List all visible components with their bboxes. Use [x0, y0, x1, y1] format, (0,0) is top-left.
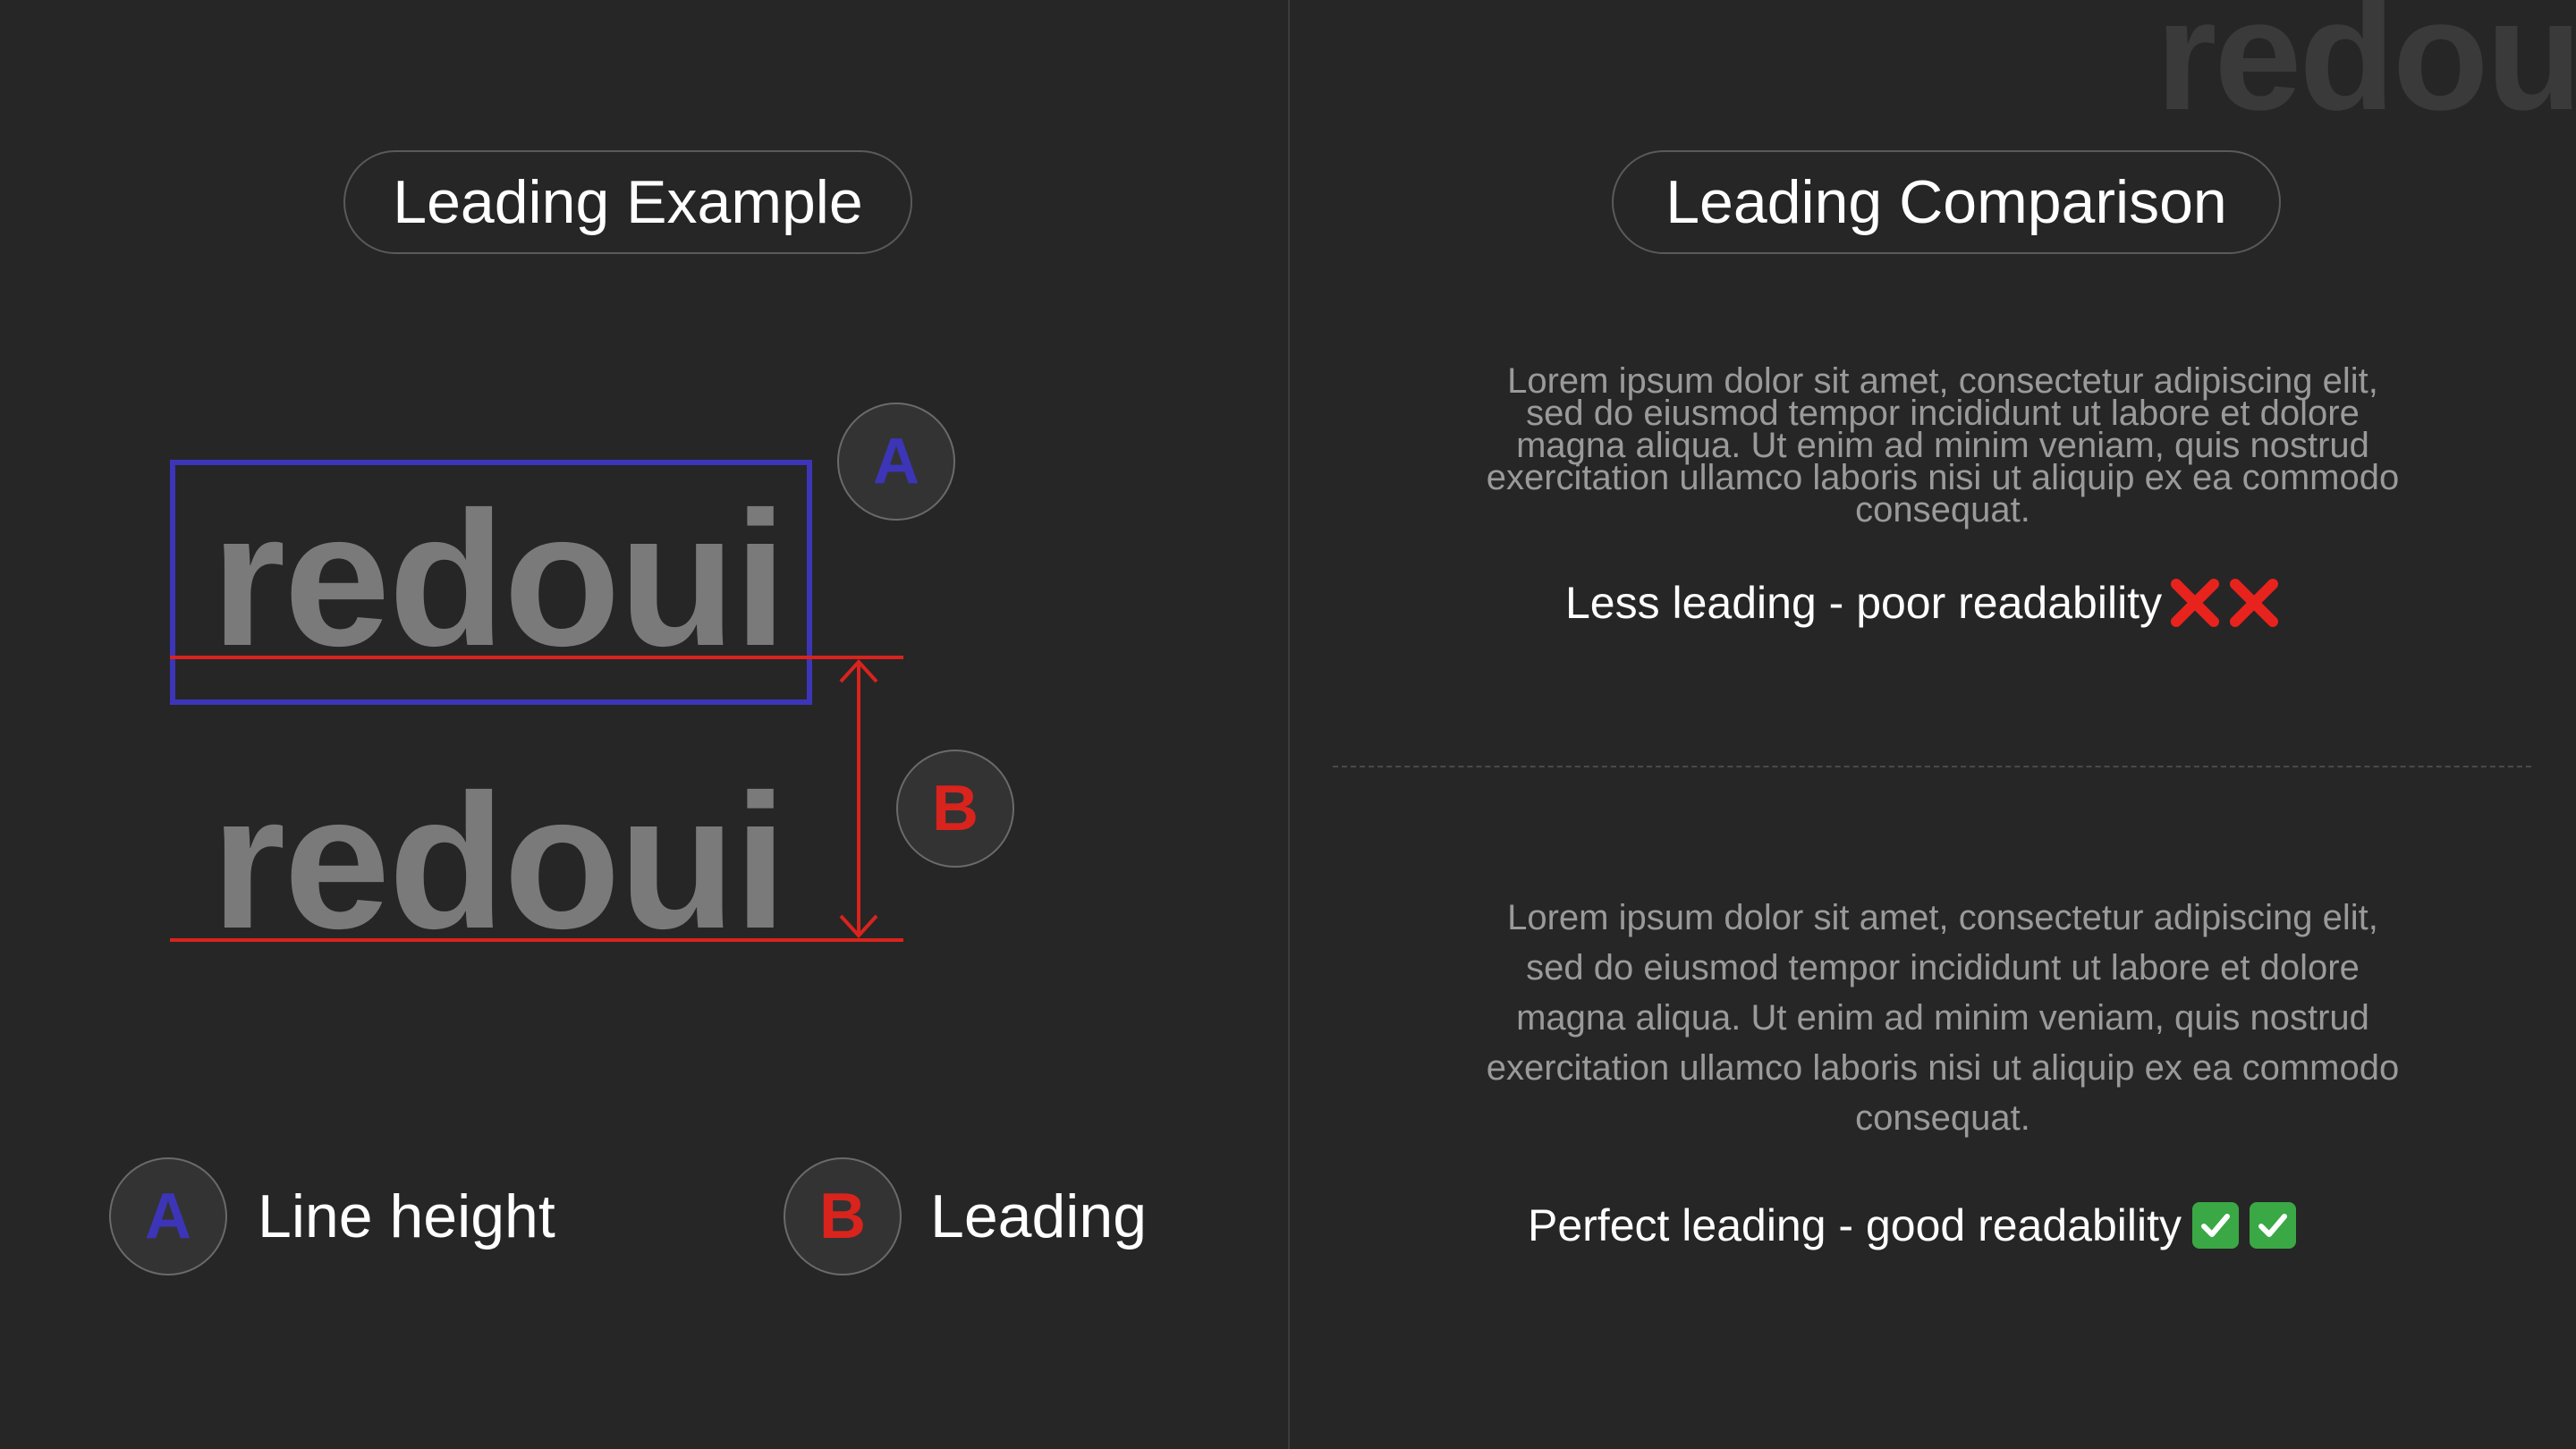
legend-label-line-height: Line height [258, 1182, 555, 1250]
leading-comparison-title: Leading Comparison [1612, 150, 2281, 254]
less-leading-text: Less leading - poor readability [1565, 578, 2163, 628]
arrow-down-icon [839, 914, 878, 938]
arrow-up-icon [839, 659, 878, 683]
baseline-top [170, 656, 903, 659]
sample-word-top: redoui [211, 472, 787, 686]
check-mark-icon [2250, 1202, 2297, 1249]
badge-b-marker: B [896, 750, 1014, 868]
legend-badge-b: B [784, 1157, 902, 1275]
leading-example-title: Leading Example [343, 150, 912, 254]
less-leading-caption: Less leading - poor readability [1565, 567, 2280, 639]
cross-mark-icon [2171, 579, 2220, 627]
perfect-leading-caption: Perfect leading - good readability [1528, 1190, 2297, 1261]
perfect-leading-text: Perfect leading - good readability [1528, 1200, 2182, 1250]
lorem-tight-leading: Lorem ipsum dolor sit amet, consectetur … [1486, 361, 2400, 530]
brand-watermark: redoui [2156, 0, 2576, 143]
vertical-divider [1288, 0, 1290, 1449]
leading-measure-line [857, 664, 860, 934]
cross-mark-icon [2230, 579, 2279, 627]
comparison-divider [1333, 766, 2531, 767]
line-height-box [170, 460, 812, 705]
legend-badge-a: A [109, 1157, 227, 1275]
check-mark-icon [2192, 1202, 2240, 1249]
legend-label-leading: Leading [930, 1182, 1148, 1250]
badge-a-marker: A [837, 402, 955, 521]
baseline-bottom [170, 938, 903, 942]
sample-word-bottom: redoui [211, 755, 787, 969]
lorem-perfect-leading: Lorem ipsum dolor sit amet, consectetur … [1486, 898, 2400, 1138]
